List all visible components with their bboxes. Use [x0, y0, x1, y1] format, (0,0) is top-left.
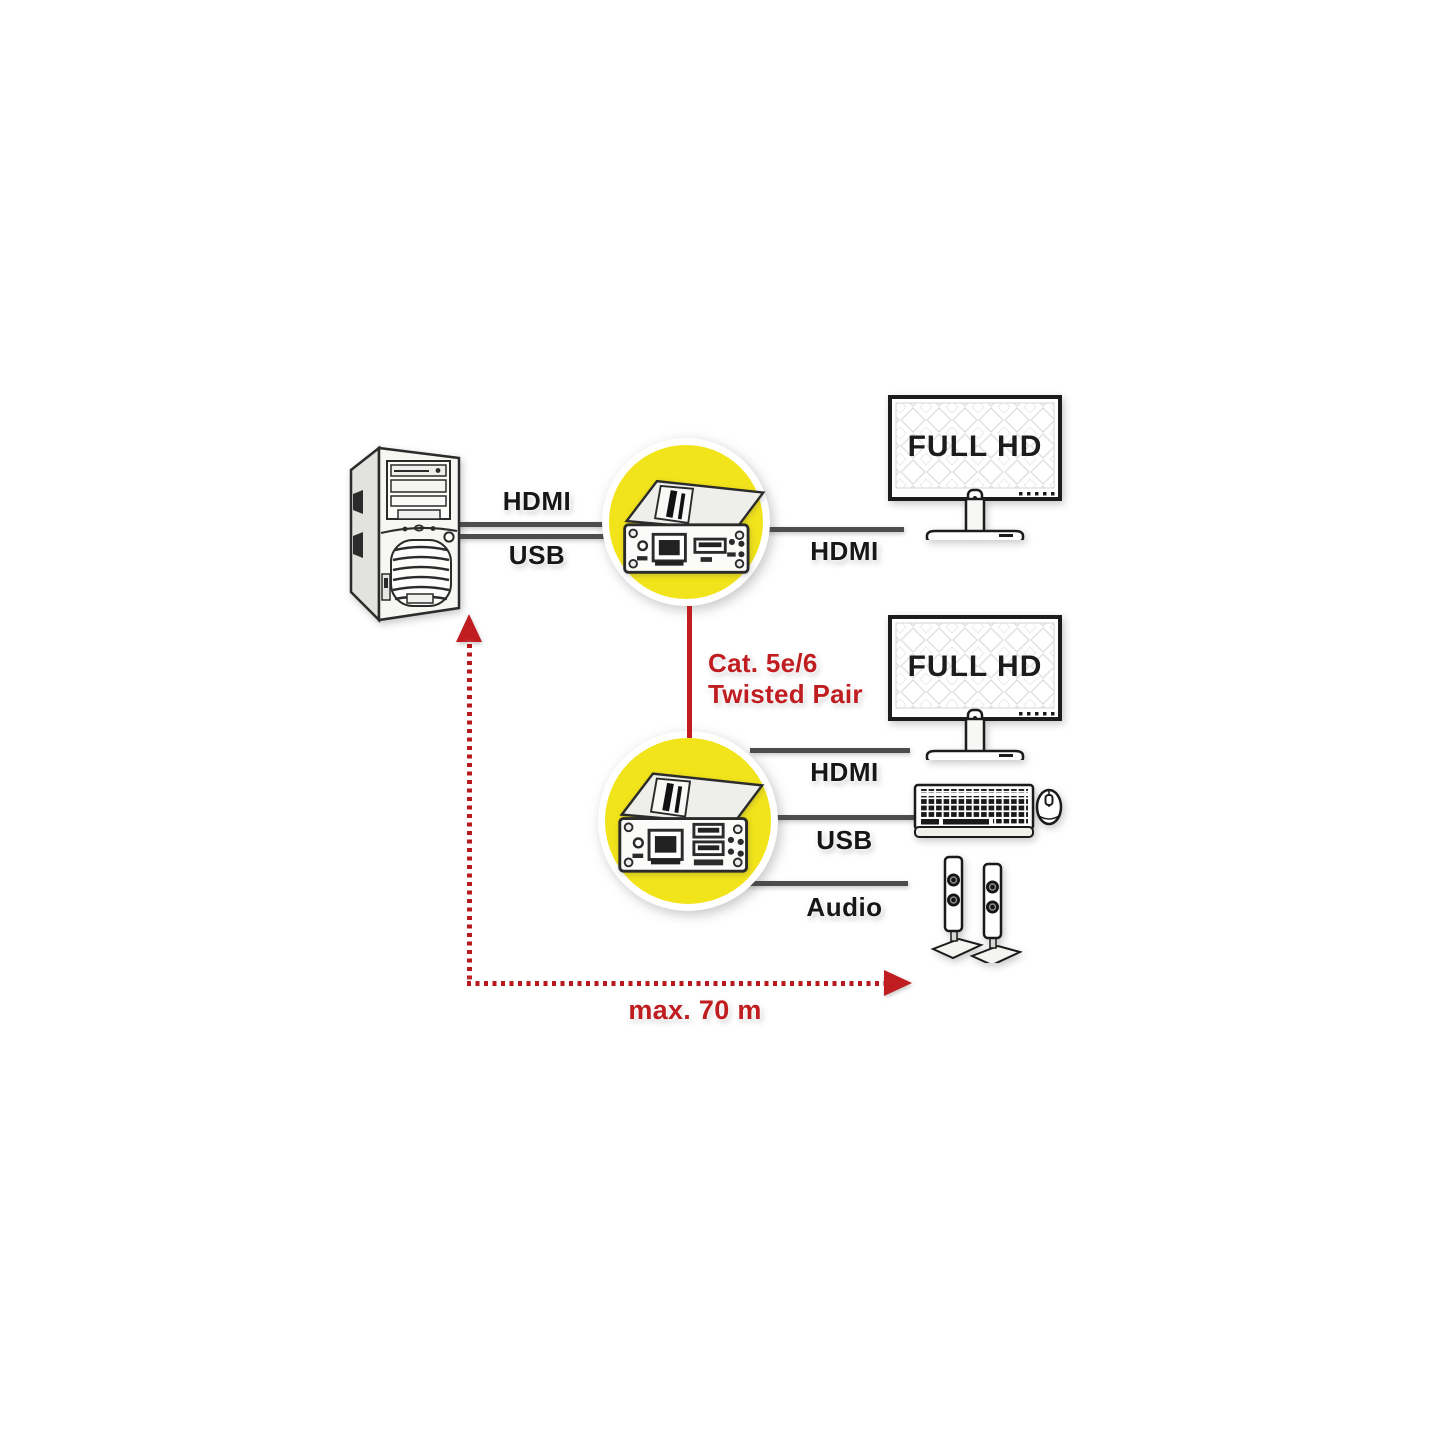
distance-arrow-up-icon [456, 614, 482, 642]
pc-tower-icon [349, 445, 461, 624]
twisted-pair-label: Cat. 5e/6 Twisted Pair [708, 648, 888, 710]
keyboard-mouse-icon [913, 783, 1063, 838]
audio-label: Audio [806, 892, 883, 922]
audio-cable-receiver-to-speakers [746, 881, 908, 886]
monitor-icon: FULL HD [888, 615, 1062, 760]
speakers-icon [930, 855, 1023, 963]
max-distance-label: max. 70 m [628, 995, 762, 1025]
hdmi-cable-transmitter-to-monitor [766, 527, 904, 532]
kvm-transmitter-icon [623, 479, 766, 574]
hdmi-label-top: HDMI [502, 486, 572, 516]
monitor-top-label: FULL HD [908, 430, 1043, 463]
usb-cable-receiver-to-keyboard [758, 815, 915, 820]
twisted-pair-label-line2: Twisted Pair [708, 679, 863, 709]
hdmi-label-bottom: HDMI [810, 757, 879, 787]
usb-cable-pc-to-transmitter [450, 534, 620, 539]
kvm-receiver-icon [618, 772, 765, 873]
hdmi-cable-receiver-to-monitor [750, 748, 910, 753]
distance-dotted-line-vertical [467, 644, 472, 984]
hdmi-label-monitor-top: HDMI [810, 536, 879, 566]
twisted-pair-label-line1: Cat. 5e/6 [708, 648, 818, 678]
monitor-icon: FULL HD [888, 395, 1062, 540]
monitor-bottom-label: FULL HD [908, 650, 1043, 683]
hdmi-cable-pc-to-transmitter [450, 522, 620, 527]
distance-dotted-line-horizontal [467, 981, 887, 986]
distance-arrow-right-icon [884, 970, 912, 996]
usb-label-bottom: USB [816, 825, 873, 855]
twisted-pair-link-line [687, 606, 692, 738]
usb-label-top: USB [508, 540, 566, 570]
